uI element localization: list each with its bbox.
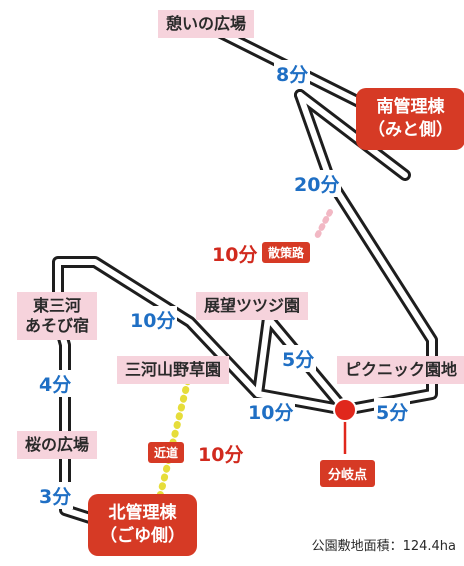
time-mikawa-to-junction: 10分	[246, 398, 296, 425]
place-higashimikawa-line1: 東三河	[33, 296, 82, 315]
place-picnic-enchi: ピクニック園地	[337, 356, 464, 384]
south-building-name: 南管理棟	[376, 97, 445, 117]
shortcut-path	[156, 368, 194, 500]
time-ikoi-to-south: 8分	[274, 60, 311, 87]
place-mikawa-sanyasouen: 三河山野草園	[117, 356, 230, 384]
south-management-building: 南管理棟 （みと側）	[356, 88, 464, 150]
place-ikoi-no-hiroba: 憩いの広場	[158, 10, 255, 38]
tag-shortcut: 近道	[148, 442, 185, 463]
time-sakura-to-north: 3分	[37, 482, 74, 509]
south-building-side: （みと側）	[368, 119, 453, 140]
time-higashi-to-tenbou: 10分	[128, 306, 178, 333]
north-building-name: 北管理棟	[108, 503, 177, 523]
time-walking-trail: 10分	[212, 244, 258, 266]
tag-walking-trail: 散策路	[262, 242, 311, 263]
time-higashi-to-sakura: 4分	[37, 370, 74, 397]
junction-dot	[333, 398, 357, 422]
north-building-side: （ごゆ側）	[100, 525, 185, 546]
place-higashimikawa-asobiyado: 東三河 あそび宿	[17, 292, 98, 340]
time-junction-to-picnic: 5分	[374, 398, 411, 425]
junction-label: 分岐点	[320, 460, 376, 487]
time-shortcut: 10分	[198, 444, 244, 466]
place-sakura-no-hiroba: 桜の広場	[17, 431, 98, 459]
place-higashimikawa-line2: あそび宿	[25, 316, 90, 335]
walking-trail	[312, 209, 333, 243]
time-south-to-junction: 20分	[292, 170, 342, 197]
place-tenbou-tsutsuji-en: 展望ツツジ園	[196, 292, 309, 320]
park-area-label: 公園敷地面積：124.4ha	[311, 539, 456, 554]
north-management-building: 北管理棟 （ごゆ側）	[88, 494, 197, 556]
time-tenbou-to-junction: 5分	[280, 345, 317, 372]
